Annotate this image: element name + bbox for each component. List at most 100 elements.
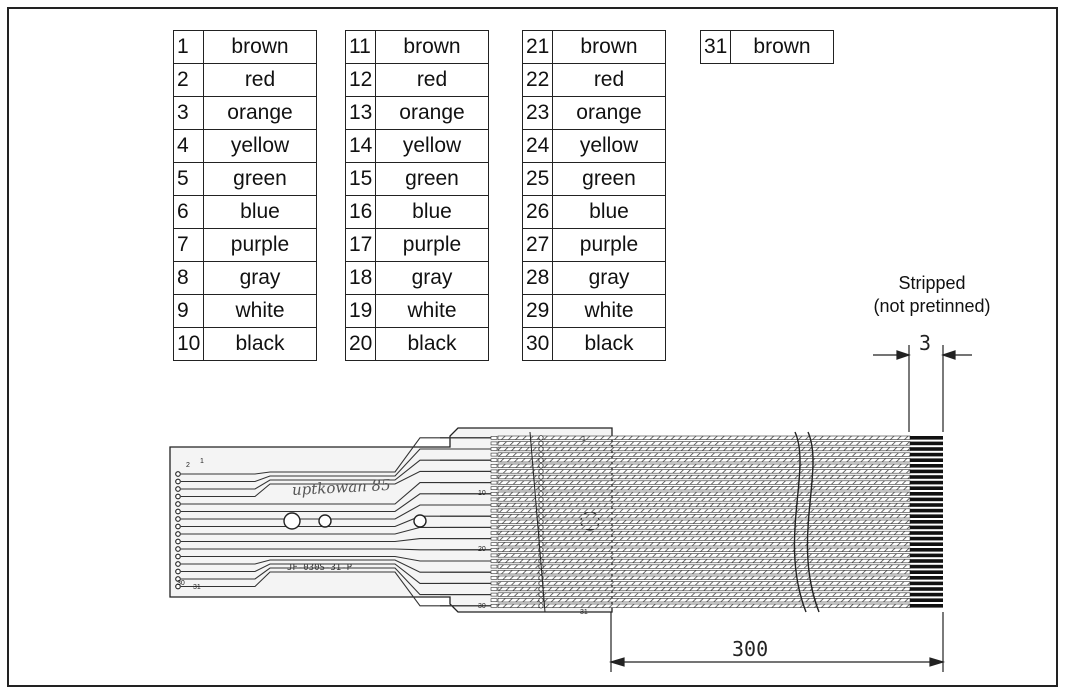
conductor xyxy=(497,435,911,440)
conductor xyxy=(497,446,911,452)
terminal-pad xyxy=(490,475,498,479)
terminal-pad xyxy=(490,486,498,491)
wire-number: 8 xyxy=(173,261,204,295)
wire-color: black xyxy=(375,327,489,361)
pcb-pin-label-r30: 30 xyxy=(478,603,486,610)
stripped-tip xyxy=(910,559,943,563)
stripped-tip xyxy=(910,441,943,446)
via xyxy=(538,479,544,486)
stripped-tip xyxy=(910,570,943,574)
conductor xyxy=(497,575,911,580)
terminal-pad xyxy=(490,559,498,563)
conductor xyxy=(497,502,911,508)
left-pad xyxy=(175,501,181,507)
stripped-tip xyxy=(910,548,943,552)
terminal-pad xyxy=(490,435,498,440)
conductor xyxy=(497,486,911,491)
pcb-part-number: JF-030S-31-P xyxy=(287,563,353,573)
conductor xyxy=(497,441,911,446)
wire-number: 13 xyxy=(345,96,376,130)
terminal-pad xyxy=(490,441,498,446)
pcb-pin-label-c1: 1 xyxy=(582,436,586,443)
wire-number: 11 xyxy=(345,30,376,64)
conductor xyxy=(497,598,911,603)
pcb-pin-label-31: 31 xyxy=(193,584,201,591)
stripped-tip xyxy=(910,503,943,507)
wire-number: 4 xyxy=(173,129,204,163)
pcb-hole-3 xyxy=(413,514,427,528)
via xyxy=(538,524,544,531)
wire-color: gray xyxy=(375,261,489,295)
via xyxy=(538,502,544,508)
left-pad xyxy=(175,486,181,492)
left-pad xyxy=(175,538,181,545)
wire-color: blue xyxy=(375,195,489,229)
stripped-tip xyxy=(910,464,943,468)
wire-color: white xyxy=(375,294,489,328)
wire-number: 19 xyxy=(345,294,376,328)
wire-color: black xyxy=(203,327,317,361)
strip-dimension xyxy=(873,345,972,432)
wire-number: 23 xyxy=(522,96,553,130)
stripped-tip xyxy=(910,536,943,541)
left-pad xyxy=(175,508,181,515)
conductor xyxy=(497,491,911,496)
terminal-pad xyxy=(490,547,498,552)
wire-number: 7 xyxy=(173,228,204,262)
wire-color: blue xyxy=(552,195,666,229)
trace xyxy=(181,482,491,505)
terminal-pad xyxy=(490,536,498,541)
via xyxy=(538,496,544,502)
via xyxy=(538,435,544,441)
conductor xyxy=(497,542,911,547)
terminal-pad xyxy=(490,519,498,524)
wire-color: brown xyxy=(203,30,317,64)
wire-color: yellow xyxy=(375,129,489,163)
terminal-pad xyxy=(490,581,498,586)
pcb-pin-label-1: 1 xyxy=(200,458,204,465)
stripped-tip xyxy=(910,520,943,524)
left-pad xyxy=(175,561,181,567)
via xyxy=(538,491,544,497)
stripped-tip xyxy=(910,576,943,580)
terminal-pad xyxy=(490,497,498,502)
wire-color: black xyxy=(552,327,666,361)
via xyxy=(538,440,544,446)
via xyxy=(538,463,544,469)
wire-color: purple xyxy=(203,228,317,262)
conductor xyxy=(497,525,911,530)
conductor xyxy=(497,586,911,592)
wire-number: 14 xyxy=(345,129,376,163)
wire-number: 29 xyxy=(522,294,553,328)
wire-color: green xyxy=(203,162,317,196)
terminal-pad xyxy=(490,503,498,507)
pcb-pin-label-r10: 10 xyxy=(478,490,486,497)
terminal-pad xyxy=(490,491,498,496)
stripped-tip xyxy=(910,486,943,490)
left-pad xyxy=(175,478,181,485)
left-pad xyxy=(175,531,181,537)
trace xyxy=(181,548,491,551)
terminal-pad xyxy=(490,458,498,463)
stripped-tip xyxy=(910,480,943,485)
trace xyxy=(181,437,491,475)
wire-color: brown xyxy=(552,30,666,64)
trace xyxy=(181,567,491,596)
trace xyxy=(181,448,491,483)
wire-color: orange xyxy=(203,96,317,130)
conductor xyxy=(497,530,911,536)
